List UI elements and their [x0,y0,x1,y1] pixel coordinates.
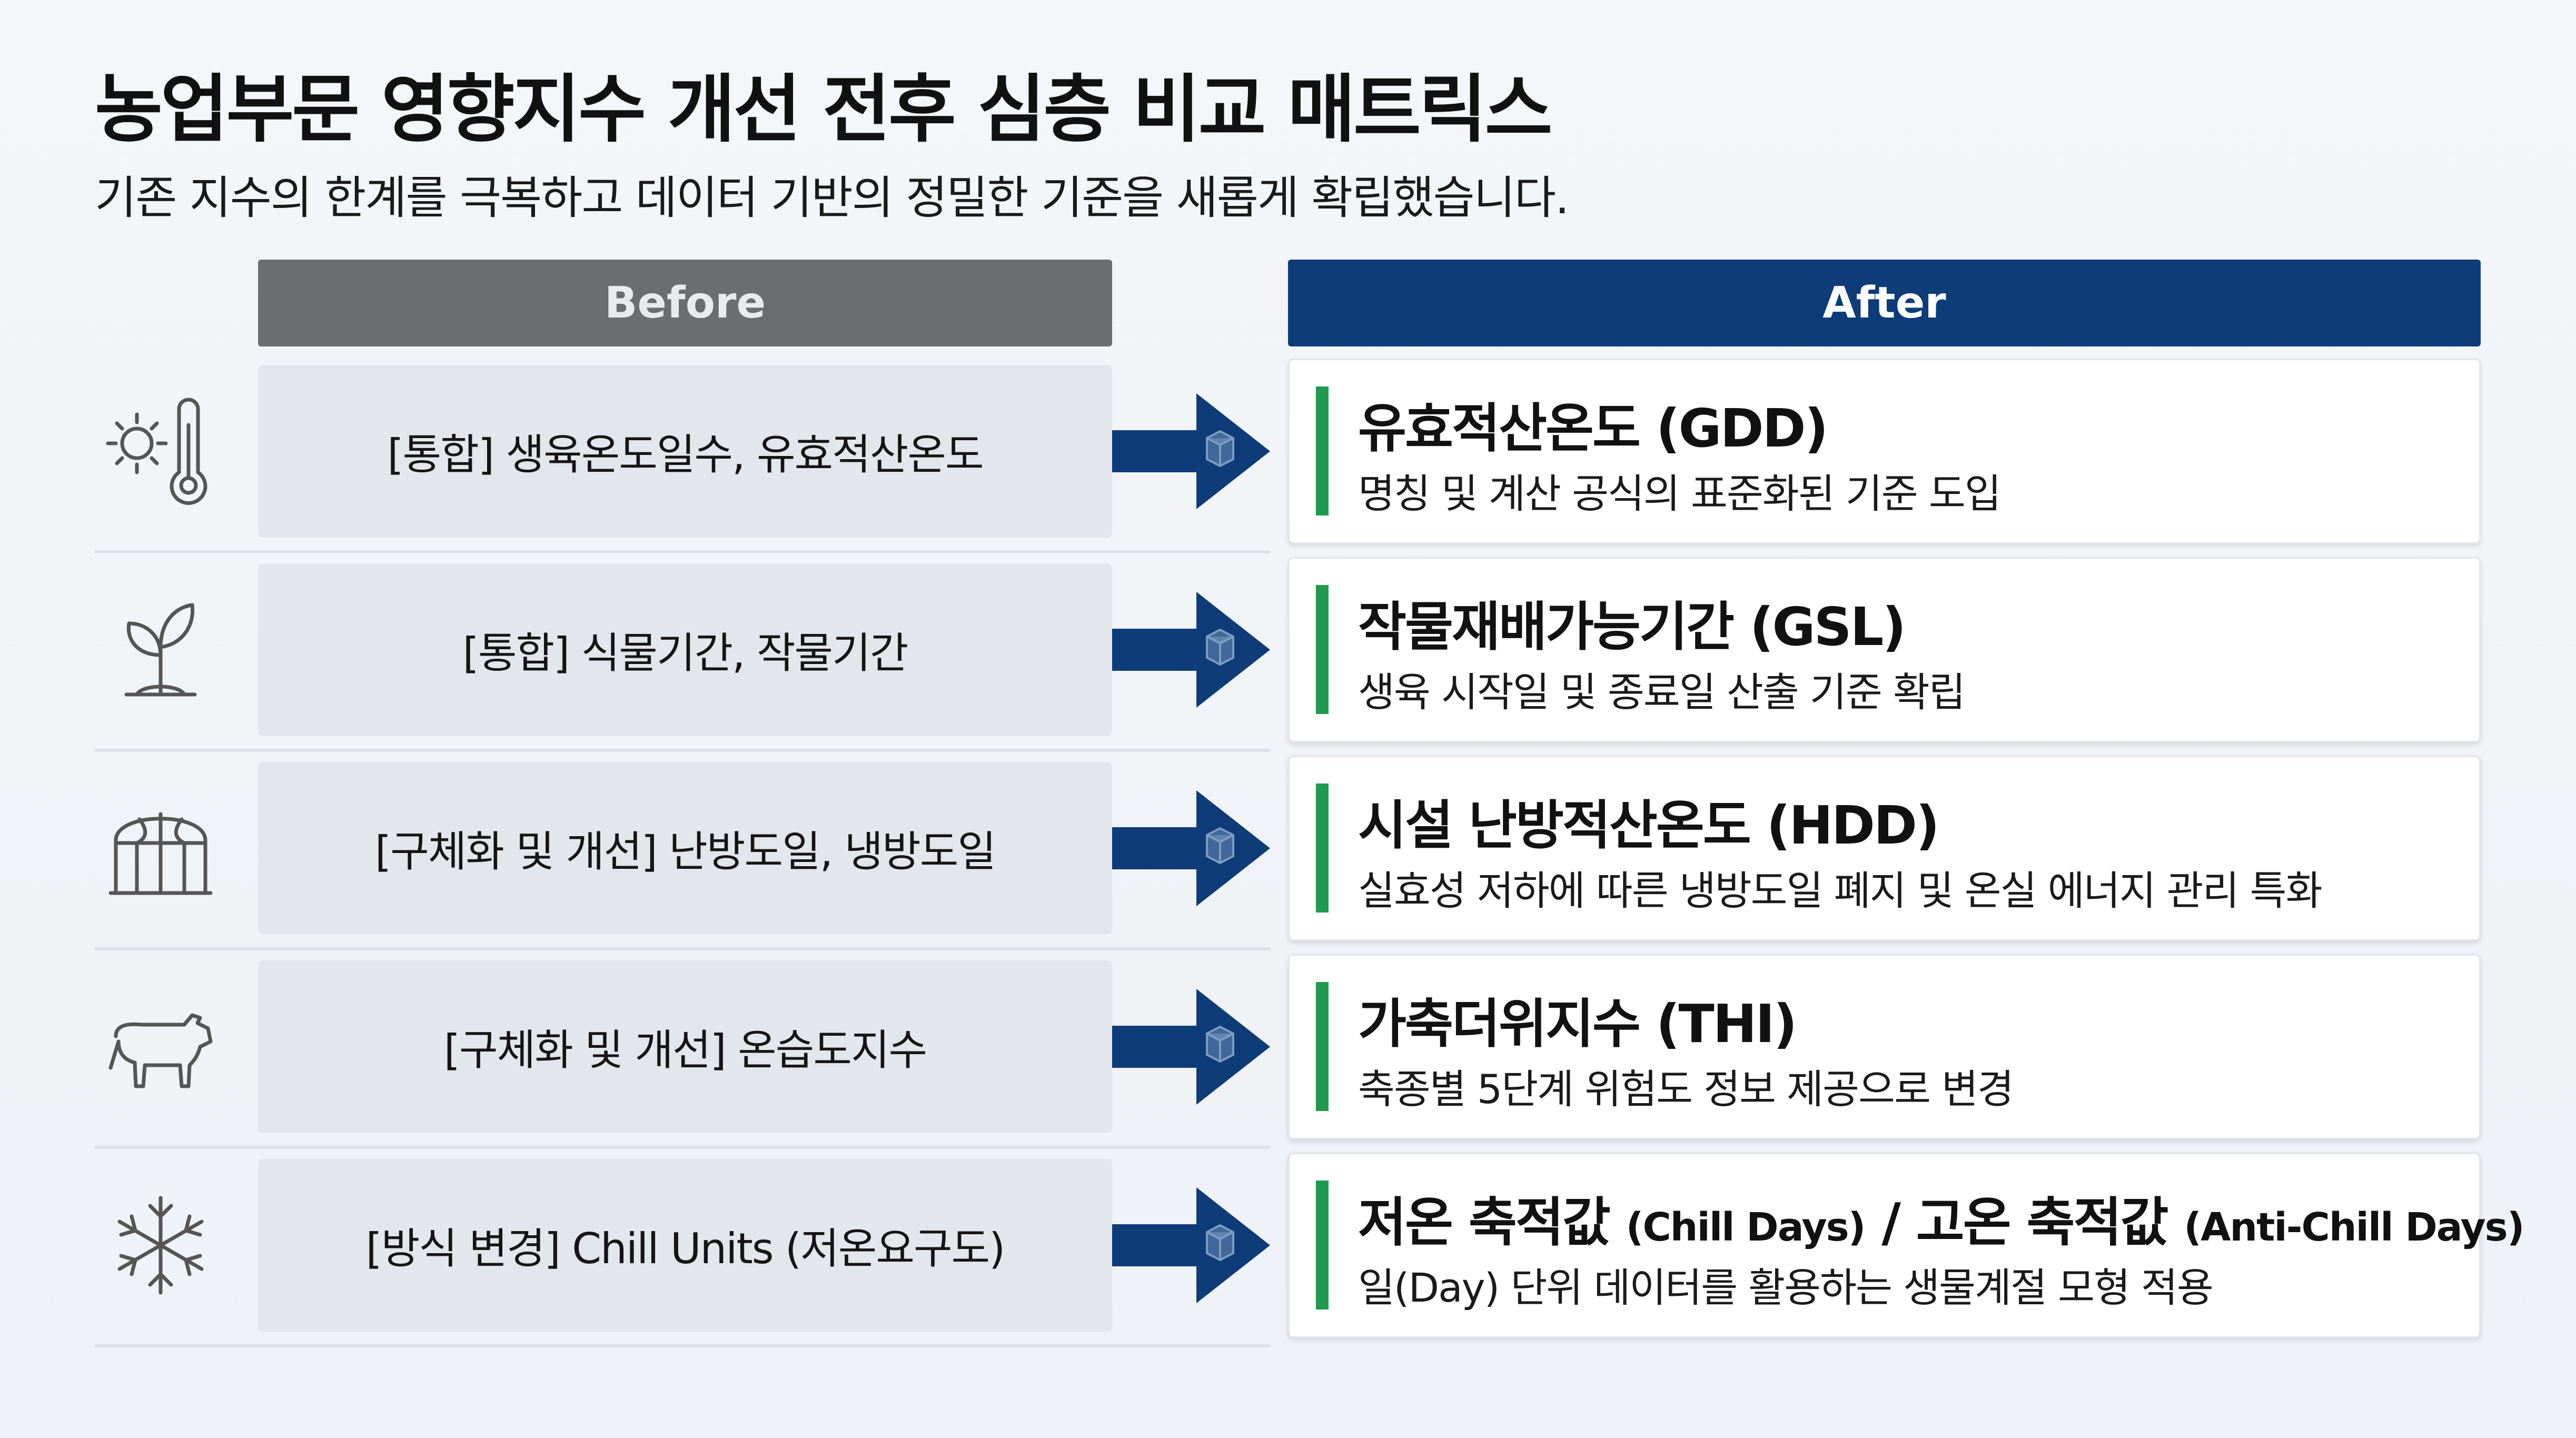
comparison-row: [방식 변경] Chill Units (저온요구도) 저온 축적값 (Chil… [0,1153,2576,1347]
after-title: 저온 축적값 (Chill Days) / 고온 축적값 (Anti-Chill… [1358,1179,2525,1256]
accent-bar [1316,982,1329,1111]
after-card: 유효적산온도 (GDD) 명칭 및 계산 공식의 표준화된 기준 도입 [1288,359,2481,544]
cow-icon [100,989,221,1105]
accent-bar [1316,386,1329,515]
before-label: [방식 변경] Chill Units (저온요구도) [365,1224,1006,1273]
arrow-right-icon [1112,592,1270,708]
after-card: 저온 축적값 (Chill Days) / 고온 축적값 (Anti-Chill… [1288,1153,2525,1338]
after-title-segment: / 고온 축적값 [1865,1192,2184,1253]
snowflake-icon [100,1187,221,1303]
row-divider [95,1344,1270,1347]
after-description: 생육 시작일 및 종료일 산출 기준 확립 [1358,669,1966,716]
before-item: [방식 변경] Chill Units (저온요구도) [258,1159,1112,1332]
after-description: 일(Day) 단위 데이터를 활용하는 생물계절 모형 적용 [1358,1264,2214,1311]
after-card: 시설 난방적산온도 (HDD) 실효성 저하에 따른 냉방도일 폐지 및 온실 … [1288,756,2481,941]
sprout-icon [100,592,221,708]
after-title-segment: 작물재배가능기간 (GSL) [1358,596,1906,658]
after-title-segment: 가축더위지수 (THI) [1358,993,1797,1055]
after-title-segment: (Chill Days) [1626,1205,1866,1250]
before-label: [통합] 식물기간, 작물기간 [462,629,909,678]
before-label: [구체화 및 개선] 온습도지수 [443,1026,927,1075]
after-title: 가축더위지수 (THI) [1358,981,1797,1057]
row-divider [95,947,1270,950]
arrow-right-icon [1112,989,1270,1105]
after-column-header: After [1288,260,2481,346]
after-description: 명칭 및 계산 공식의 표준화된 기준 도입 [1358,470,2002,517]
after-description: 실효성 저하에 따른 냉방도일 폐지 및 온실 에너지 관리 특화 [1358,867,2323,914]
accent-bar [1316,784,1329,913]
before-item: [통합] 식물기간, 작물기간 [258,563,1112,736]
after-title-segment: 유효적산온도 (GDD) [1358,398,1828,459]
sun-thermometer-icon [100,393,221,509]
before-column-header: Before [258,260,1112,346]
after-card: 가축더위지수 (THI) 축종별 5단계 위험도 정보 제공으로 변경 [1288,954,2481,1139]
comparison-row: [구체화 및 개선] 온습도지수 가축더위지수 (THI) 축종별 5단계 위험… [0,954,2576,1149]
after-description: 축종별 5단계 위험도 정보 제공으로 변경 [1358,1066,2014,1113]
after-card: 작물재배가능기간 (GSL) 생육 시작일 및 종료일 산출 기준 확립 [1288,557,2481,742]
after-title: 작물재배가능기간 (GSL) [1358,584,1906,660]
row-divider [95,1146,1270,1149]
page-subtitle: 기존 지수의 한계를 극복하고 데이터 기반의 정밀한 기준을 새롭게 확립했습… [95,172,1569,224]
arrow-right-icon [1112,1187,1270,1303]
after-title: 유효적산온도 (GDD) [1358,385,1828,462]
arrow-right-icon [1112,790,1270,906]
arrow-right-icon [1112,393,1270,509]
accent-bar [1316,1181,1329,1310]
before-item: [구체화 및 개선] 난방도일, 냉방도일 [258,762,1112,935]
before-item: [통합] 생육온도일수, 유효적산온도 [258,365,1112,538]
page-title: 농업부문 영향지수 개선 전후 심층 비교 매트릭스 [95,67,1552,153]
comparison-row: [통합] 식물기간, 작물기간 작물재배가능기간 (GSL) 생육 시작일 및 … [0,557,2576,752]
after-title-segment: 시설 난방적산온도 (HDD) [1358,795,1940,856]
greenhouse-icon [100,790,221,906]
comparison-row: [통합] 생육온도일수, 유효적산온도 유효적산온도 (GDD) 명칭 및 계산… [0,359,2576,553]
row-divider [95,749,1270,752]
before-item: [구체화 및 개선] 온습도지수 [258,960,1112,1133]
after-title-segment: 저온 축적값 [1358,1192,1626,1253]
accent-bar [1316,585,1329,714]
after-title-segment: (Anti-Chill Days) [2184,1205,2524,1250]
comparison-row: [구체화 및 개선] 난방도일, 냉방도일 시설 난방적산온도 (HDD) 실효… [0,756,2576,950]
before-label: [구체화 및 개선] 난방도일, 냉방도일 [375,827,996,876]
before-label: [통합] 생육온도일수, 유효적산온도 [387,430,984,479]
row-divider [95,550,1270,553]
after-title: 시설 난방적산온도 (HDD) [1358,782,1940,859]
